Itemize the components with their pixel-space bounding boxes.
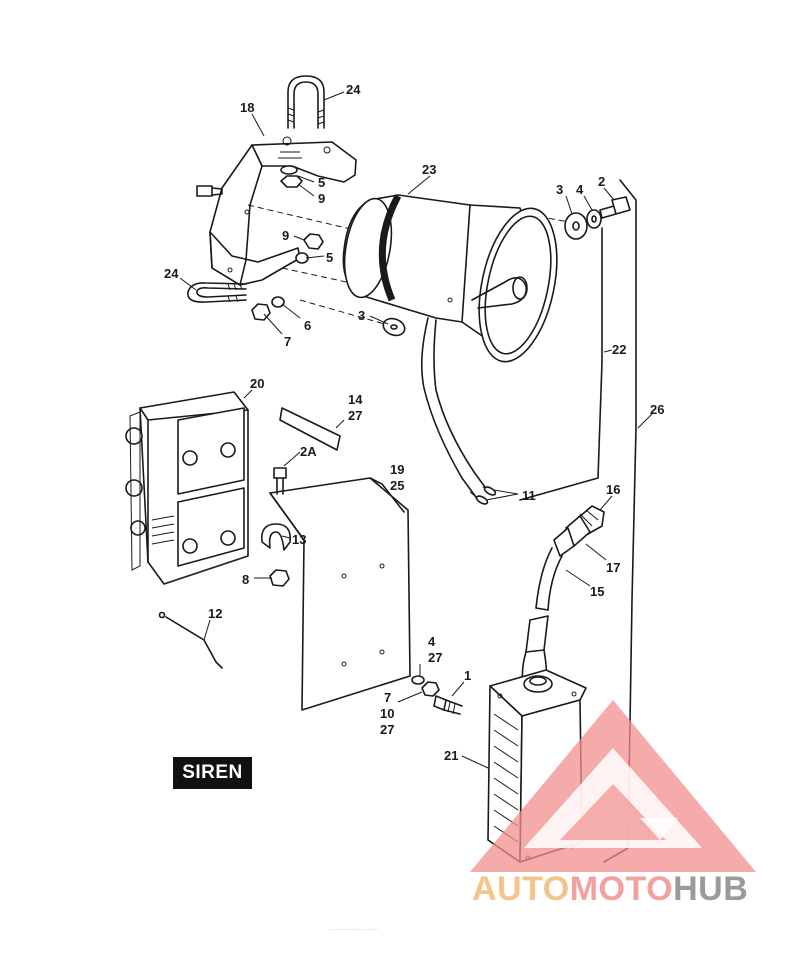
- callout-10: 10: [380, 706, 394, 721]
- plate-hardware: [411, 675, 463, 715]
- callout-5-top: 5: [318, 175, 325, 190]
- wire-22: [519, 227, 603, 501]
- callout-19: 19: [390, 462, 404, 477]
- callout-7-lower: 7: [384, 690, 391, 705]
- u-bolt-bottom: [187, 282, 247, 303]
- callout-16: 16: [606, 482, 620, 497]
- callout-17: 17: [606, 560, 620, 575]
- siren-control-box: [125, 391, 249, 585]
- siren-speaker: [342, 194, 558, 363]
- callout-12: 12: [208, 606, 222, 621]
- watermark-moto: MOTO: [569, 870, 674, 908]
- callout-2: 2: [598, 174, 605, 189]
- callout-26: 26: [650, 402, 664, 417]
- callout-1: 1: [464, 668, 471, 683]
- adhesive-strip: [279, 407, 341, 451]
- bracket-bolt: [196, 185, 223, 197]
- callout-24-top: 24: [346, 82, 361, 97]
- speaker-wires: [420, 317, 497, 505]
- side-nut-washer: [295, 233, 324, 264]
- leader-lines: [179, 91, 653, 769]
- callout-3-lower: 3: [358, 308, 365, 323]
- ground-cable-12: [158, 611, 223, 669]
- callout-5-side: 5: [326, 250, 333, 265]
- align-line-a: [247, 204, 356, 231]
- callout-13: 13: [292, 532, 306, 547]
- bolt-2a: [273, 467, 287, 495]
- clamp-13: [260, 523, 292, 551]
- callout-25: 25: [390, 478, 404, 493]
- watermark-auto: AUTO: [472, 870, 570, 908]
- callout-21: 21: [444, 748, 458, 763]
- callout-20: 20: [250, 376, 264, 391]
- align-line-b: [281, 267, 361, 286]
- callouts: 24 18 5 9 23 3 4 2 9 5 24 6 7 3 22 20 14…: [164, 82, 664, 763]
- mounting-plate: [269, 477, 411, 711]
- align-line-c: [299, 299, 389, 326]
- footer-faint-text: ................ ........: [330, 925, 379, 932]
- nut-and-washer-lower: [251, 296, 285, 321]
- callout-9-top: 9: [318, 191, 325, 206]
- watermark-hub: HUB: [673, 870, 749, 908]
- callout-8: 8: [242, 572, 249, 587]
- callout-23: 23: [422, 162, 436, 177]
- washers-and-bolt-right: [564, 196, 631, 240]
- callout-11: 11: [522, 488, 536, 503]
- top-washer-nut: [280, 165, 303, 188]
- callout-3-right: 3: [556, 182, 563, 197]
- cable-connector: [535, 505, 605, 611]
- callout-27-lower: 27: [428, 650, 442, 665]
- callout-9-side: 9: [282, 228, 289, 243]
- callout-27-bottom: 27: [380, 722, 394, 737]
- callout-4-right: 4: [576, 182, 584, 197]
- callout-15: 15: [590, 584, 604, 599]
- siren-title-label: SIREN: [173, 757, 252, 789]
- mounting-bracket: [209, 136, 357, 286]
- nut-8: [269, 569, 290, 587]
- watermark-logo-icon: [470, 700, 756, 872]
- callout-7-top: 7: [284, 334, 291, 349]
- watermark-text: AUTOMOTOHUB: [472, 870, 748, 909]
- callout-18: 18: [240, 100, 254, 115]
- u-bolt-top: [287, 75, 325, 129]
- callout-22: 22: [612, 342, 626, 357]
- washer-lower: [382, 317, 406, 337]
- callout-14: 14: [348, 392, 363, 407]
- callout-2a: 2A: [300, 444, 317, 459]
- callout-6: 6: [304, 318, 311, 333]
- callout-4-lower: 4: [428, 634, 436, 649]
- callout-27-strip: 27: [348, 408, 362, 423]
- callout-24-bottom: 24: [164, 266, 179, 281]
